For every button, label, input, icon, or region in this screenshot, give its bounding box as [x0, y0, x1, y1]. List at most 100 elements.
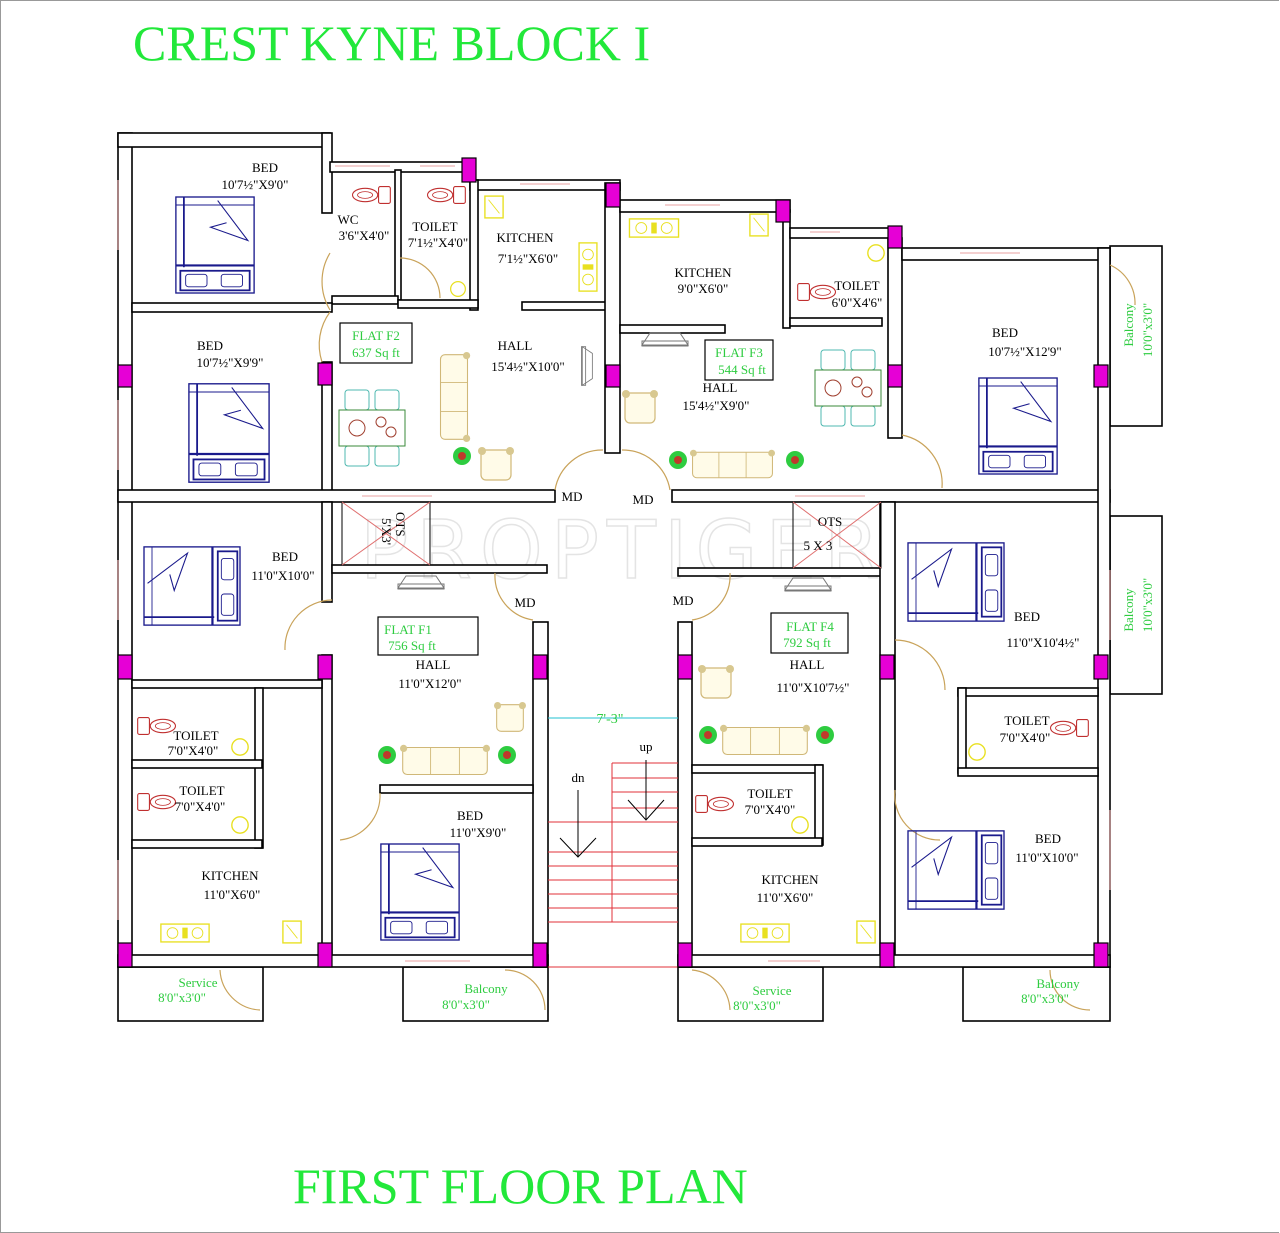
bed-icon: [906, 542, 1006, 622]
kitchen-sink-icon: [484, 195, 504, 219]
room-name: Balcony: [1121, 588, 1136, 632]
toilet-icon: [137, 717, 177, 735]
room-size: 11'0"X12'0": [398, 676, 461, 691]
staircase: [548, 717, 678, 968]
dining-table-icon: [814, 349, 882, 427]
kitchen-sink-icon: [749, 213, 769, 237]
windows: [117, 165, 1111, 962]
room-name: TOILET: [1004, 713, 1049, 728]
bed-icon: [380, 842, 460, 942]
armchair-icon: [622, 390, 658, 424]
flat-f1: 5'X3' OTS FLAT F1 756 Sq ft BED 11'0"X10…: [158, 512, 535, 1012]
room-size: 11'0"X6'0": [757, 890, 814, 905]
plan-title: CREST KYNE BLOCK I: [133, 15, 650, 71]
room-size: 8'0"x3'0": [1021, 991, 1069, 1006]
kitchen-sink-icon: [282, 920, 302, 944]
stair-up-label: up: [640, 739, 653, 754]
room-name: Balcony: [1121, 303, 1136, 347]
dining-table-icon: [338, 389, 406, 467]
room-name: BED: [197, 338, 223, 353]
flat-area: 792 Sq ft: [783, 635, 831, 650]
main-door-label: MD: [633, 492, 654, 507]
room-name: BED: [992, 325, 1018, 340]
room-name: KITCHEN: [496, 230, 554, 245]
room-name: TOILET: [412, 219, 457, 234]
room-size: 10'7½"X12'9": [988, 344, 1061, 359]
room-size: 10'0"x3'0": [1140, 303, 1155, 357]
flat-area: 756 Sq ft: [388, 638, 436, 653]
main-door-label: MD: [515, 595, 536, 610]
stove-icon: [740, 923, 790, 943]
room-name: BED: [272, 549, 298, 564]
kitchen-sink-icon: [856, 920, 876, 944]
stove-icon: [578, 242, 598, 292]
columns: [117, 157, 1109, 968]
wash-basin-icon: [450, 281, 466, 297]
bed-icon: [175, 195, 255, 295]
room-name: HALL: [416, 657, 451, 672]
walls: [117, 132, 1111, 968]
balconies: [117, 245, 1163, 1022]
room-name: Service: [179, 975, 218, 990]
stair-down-label: dn: [572, 770, 586, 785]
room-name: BED: [457, 808, 483, 823]
toilet-icon: [695, 795, 735, 813]
doors: [219, 252, 1136, 1011]
room-size: 11'0"X10'7½": [777, 680, 850, 695]
stove-icon: [628, 218, 680, 238]
ots-shafts: [341, 501, 882, 569]
room-size: 7'0"X4'0": [745, 802, 796, 817]
toilet-icon: [1049, 719, 1089, 737]
ots-label: OTS: [818, 514, 843, 529]
room-name: KITCHEN: [761, 872, 819, 887]
toilet-icon: [137, 793, 177, 811]
armchair-icon: [698, 665, 734, 699]
room-name: TOILET: [834, 278, 879, 293]
room-name: BED: [1035, 831, 1061, 846]
wash-basin-icon: [968, 743, 986, 761]
sofa-icon: [439, 352, 471, 442]
room-size: 6'0"X4'6": [832, 295, 883, 310]
sofa-icon: [720, 724, 810, 756]
room-size: 15'4½"X9'0": [683, 398, 750, 413]
flat-id: FLAT F2: [352, 328, 400, 343]
room-size: 11'0"X6'0": [204, 887, 261, 902]
plant-icon: [453, 447, 471, 465]
room-size: 10'7½"X9'9": [197, 355, 264, 370]
plan-footer-title: FIRST FLOOR PLAN: [293, 1158, 748, 1214]
flat-area: 544 Sq ft: [718, 362, 766, 377]
flat-id: FLAT F4: [786, 619, 834, 634]
ots-label: OTS: [393, 512, 408, 537]
room-name: WC: [338, 212, 359, 227]
room-size: 11'0"X9'0": [450, 825, 507, 840]
plant-icon: [378, 746, 396, 764]
stove-icon: [160, 923, 210, 943]
bed-icon: [978, 376, 1058, 476]
plant-icon: [816, 726, 834, 744]
room-name: KITCHEN: [201, 868, 259, 883]
bed-icon: [906, 830, 1006, 910]
room-name: Balcony: [464, 981, 508, 996]
room-size: 7'1½"X6'0": [498, 251, 558, 266]
room-name: TOILET: [173, 728, 218, 743]
armchair-icon: [478, 447, 514, 481]
room-size: 15'4½"X10'0": [491, 359, 564, 374]
flat-id: FLAT F3: [715, 345, 763, 360]
plant-icon: [669, 451, 687, 469]
room-size: 7'0"X4'0": [1000, 730, 1051, 745]
flat-f2: FLAT F2 637 Sq ft BED 10'7½"X9'0" WC 3'6…: [197, 160, 583, 504]
room-size: 11'0"X10'0": [1015, 850, 1078, 865]
plant-icon: [498, 746, 516, 764]
flat-f3: FLAT F3 544 Sq ft KITCHEN 9'0"X6'0" TOIL…: [633, 265, 1155, 507]
room-size: 8'0"x3'0": [442, 997, 490, 1012]
toilet-icon: [351, 186, 391, 204]
room-name: HALL: [703, 380, 738, 395]
room-size: 7'0"X4'0": [168, 743, 219, 758]
room-name: BED: [252, 160, 278, 175]
ots-size: 5 X 3: [804, 538, 833, 553]
wash-basin-icon: [231, 738, 249, 756]
room-size: 7'0"X4'0": [175, 799, 226, 814]
sofa-icon: [400, 744, 490, 776]
room-name: BED: [1014, 609, 1040, 624]
